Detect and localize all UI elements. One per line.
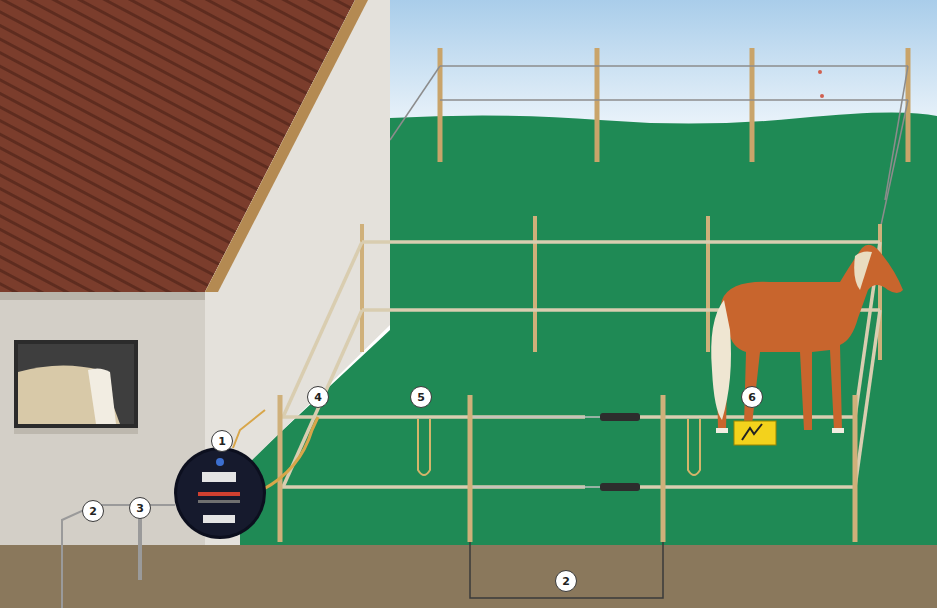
energizer-part — [198, 492, 240, 496]
building-part — [205, 0, 368, 292]
callout-number: 6 — [741, 386, 763, 408]
callout-number: 3 — [129, 497, 151, 519]
warning-sign-part — [742, 424, 762, 440]
paddock-fence-part-part — [418, 419, 430, 475]
paddock-fence-part-part — [688, 419, 700, 475]
paddock-fence-part-part — [853, 395, 858, 542]
paddock-fence-part — [470, 417, 600, 487]
building-part — [18, 365, 120, 424]
back-fence-part — [885, 66, 908, 200]
horse-part — [716, 428, 728, 433]
back-fence-part — [818, 70, 822, 74]
paddock-fence-part-part — [468, 395, 473, 542]
paddock-fence-part-part — [640, 485, 855, 489]
energizer — [174, 447, 266, 539]
energizer-part — [174, 447, 266, 539]
energizer-part — [203, 515, 235, 523]
back-fence-part — [750, 48, 755, 162]
back-fence-part — [820, 94, 824, 98]
callout-number: 4 — [307, 386, 329, 408]
building-part — [0, 292, 205, 545]
paddock-fence-part — [600, 413, 640, 491]
cables-part — [233, 410, 265, 448]
paddock-fence-part-part — [600, 483, 640, 491]
paddock-fence-part-part — [470, 486, 600, 488]
horse-part — [832, 428, 844, 433]
callout-number: 2 — [82, 500, 104, 522]
warning-sign-part — [734, 421, 776, 445]
paddock-fence-part-part — [278, 395, 283, 542]
building-part — [18, 344, 134, 424]
callout-number: 1 — [211, 430, 233, 452]
back-fence-part — [390, 66, 440, 140]
horse-part — [854, 252, 872, 291]
energizer-part — [177, 450, 263, 536]
paddock-fence-part-part — [533, 216, 537, 352]
paddock-fence-part — [280, 242, 880, 487]
building — [0, 0, 390, 545]
paddock-fence-part-part — [855, 310, 880, 487]
paddock-fence — [280, 216, 880, 542]
horse — [711, 245, 903, 433]
callout-number: 2 — [555, 570, 577, 592]
cables-part — [262, 417, 318, 490]
paddock-fence-part — [418, 419, 700, 475]
back-fence-part — [595, 48, 600, 162]
building-part — [14, 428, 138, 434]
building-part — [88, 368, 116, 424]
back-fence — [390, 48, 908, 230]
paddock-fence-part-part — [470, 416, 600, 418]
callout-number: 5 — [410, 386, 432, 408]
paddock-fence-part-part — [706, 216, 710, 352]
paddock-fence-part-part — [600, 413, 640, 421]
back-fence-part — [880, 100, 908, 230]
horse-part — [711, 300, 731, 420]
horse-part — [716, 245, 903, 430]
cables — [62, 410, 663, 608]
back-fence-part — [440, 99, 908, 101]
back-fence-part — [438, 48, 443, 162]
cables-part — [470, 542, 663, 598]
paddock-fence-part-part — [661, 395, 666, 542]
paddock-fence-part-part — [283, 310, 362, 487]
energizer-part — [216, 458, 224, 466]
paddock-fence-part-part — [362, 240, 880, 244]
building-part — [0, 292, 205, 300]
back-fence-part — [440, 65, 908, 67]
paddock-fence-part — [280, 395, 855, 542]
paddock-fence-part-part — [283, 242, 362, 417]
cables-part — [62, 505, 175, 608]
energizer-part — [202, 472, 236, 482]
building-part — [14, 340, 138, 428]
energizer-part — [198, 500, 240, 503]
warning-sign — [734, 421, 776, 445]
